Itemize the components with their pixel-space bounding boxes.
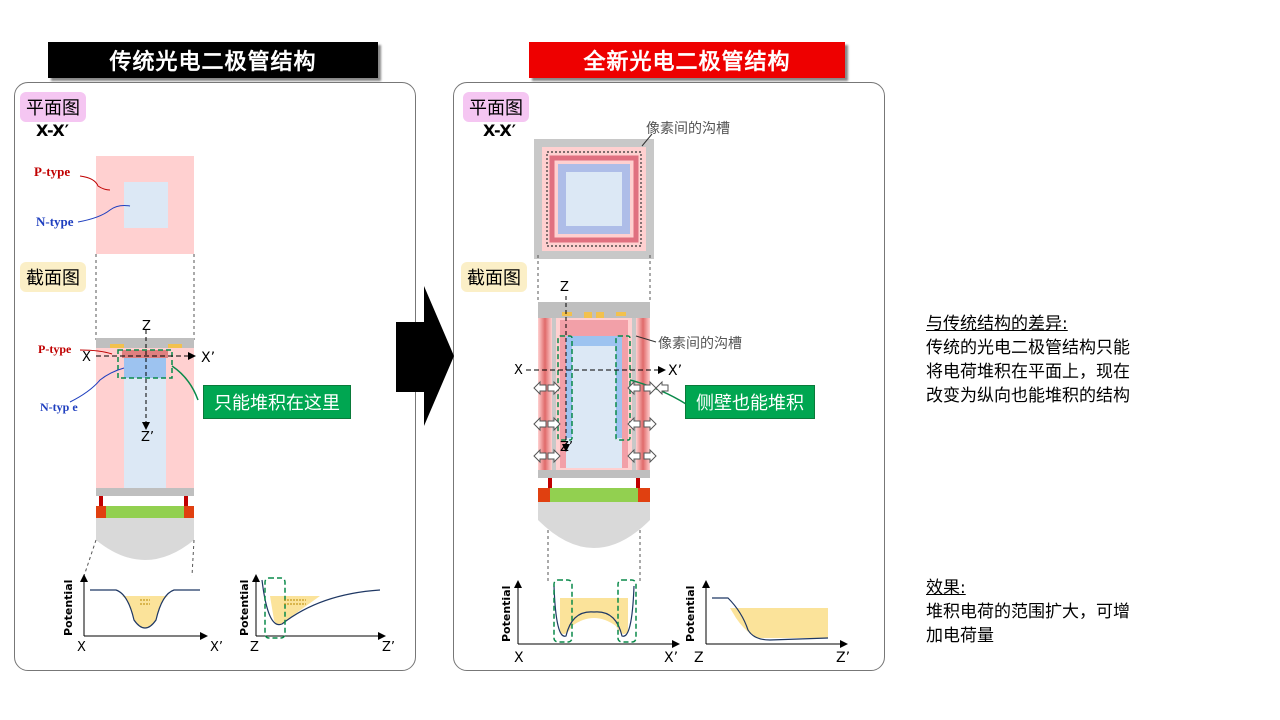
difference-line: 将电荷堆积在平面上，现在 <box>926 362 1130 382</box>
traditional-graph-z-end: Z’ <box>382 640 396 655</box>
traditional-panel <box>14 82 416 671</box>
effect-line: 加电荷量 <box>926 626 994 646</box>
new-graph-x-ylabel: Potential <box>500 585 513 642</box>
new-plan-section-marker: X-X′ <box>483 121 516 140</box>
new-graph-z-ylabel: Potential <box>684 585 697 642</box>
new-graph-z-end: Z’ <box>836 650 851 666</box>
new-potential-graph-z <box>702 580 848 648</box>
traditional-axis-z-prime: Z’ <box>141 430 155 445</box>
traditional-plan-label: 平面图 <box>20 92 86 122</box>
traditional-structure-title: 传统光电二极管结构 <box>48 42 378 78</box>
difference-line: 改变为纵向也能堆积的结构 <box>926 386 1130 406</box>
new-callout: 侧壁也能堆积 <box>685 385 815 419</box>
traditional-p-type-label: P-type <box>34 164 71 179</box>
new-potential-graph-x <box>514 579 680 648</box>
traditional-p-type-section-label: P-type <box>38 342 72 356</box>
difference-line: 传统的光电二极管结构只能 <box>926 338 1130 358</box>
new-panel <box>453 82 885 671</box>
traditional-graph-z-start: Z <box>250 640 259 655</box>
traditional-graph-x-start: X <box>77 640 86 655</box>
traditional-graph-x-ylabel: Potential <box>62 579 75 636</box>
traditional-n-type-label: N-type <box>36 214 74 229</box>
effect-note: 效果: 堆积电荷的范围扩大，可增 加电荷量 <box>926 576 1130 648</box>
new-graph-x-start: X <box>514 650 524 666</box>
traditional-potential-graph-x <box>80 574 208 640</box>
new-graph-x-end: X’ <box>664 650 679 666</box>
traditional-plan-section-marker: X-X′ <box>36 121 69 140</box>
difference-heading: 与传统结构的差异: <box>926 314 1068 334</box>
new-axis-x: X <box>514 363 523 378</box>
traditional-section-label: 截面图 <box>20 262 86 292</box>
new-axis-z-prime: Z’ <box>560 440 574 455</box>
traditional-n-type-section-label: N-typ e <box>40 400 78 414</box>
traditional-callout: 只能堆积在这里 <box>203 385 351 419</box>
new-axis-x-prime: X’ <box>668 363 683 379</box>
new-plan-view <box>534 133 654 259</box>
new-section-label: 截面图 <box>461 262 527 292</box>
effect-heading: 效果: <box>926 578 966 598</box>
effect-line: 堆积电荷的范围扩大，可增 <box>926 602 1130 622</box>
traditional-potential-graph-z <box>252 574 386 640</box>
new-plan-label: 平面图 <box>463 92 529 122</box>
difference-note: 与传统结构的差异: 传统的光电二极管结构只能 将电荷堆积在平面上，现在 改变为纵… <box>926 312 1130 408</box>
new-structure-title: 全新光电二极管结构 <box>529 42 845 78</box>
traditional-graph-z-ylabel: Potential <box>238 579 251 636</box>
trench-label-plan: 像素间的沟槽 <box>646 121 730 137</box>
traditional-graph-x-end: X’ <box>210 640 224 655</box>
traditional-axis-x-prime: X’ <box>201 350 216 366</box>
new-graph-z-start: Z <box>694 650 704 666</box>
new-cross-section <box>526 296 687 548</box>
traditional-axis-x: X <box>82 350 91 365</box>
traditional-axis-z: Z <box>142 319 151 334</box>
transition-arrow <box>396 286 454 426</box>
new-axis-z: Z <box>560 280 569 295</box>
traditional-plan-view <box>77 156 194 254</box>
trench-label-section: 像素间的沟槽 <box>658 336 742 352</box>
traditional-cross-section <box>69 330 199 560</box>
